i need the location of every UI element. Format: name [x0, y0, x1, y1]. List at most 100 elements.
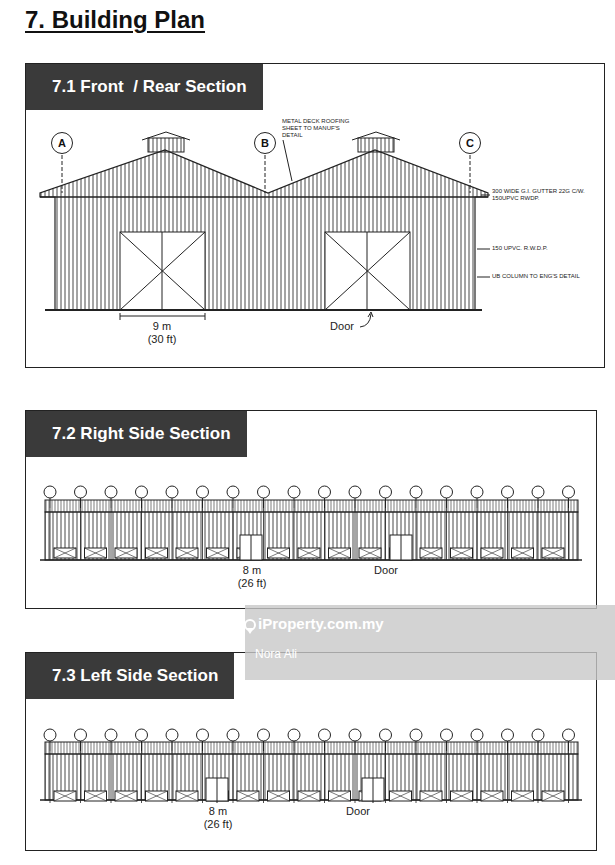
drawing-stroke — [207, 548, 229, 558]
drawing-stroke — [420, 791, 442, 801]
dimension: 8 m — [243, 564, 261, 577]
drawing-stroke — [542, 791, 564, 801]
drawing-stroke — [416, 741, 417, 751]
drawing-stroke — [263, 498, 264, 508]
drawing-stroke — [538, 508, 539, 560]
dimension: 8 m — [209, 805, 227, 818]
section-header: 7.2 Right Side Section — [26, 411, 247, 457]
drawing-stroke — [251, 535, 252, 560]
drawing-stroke — [420, 791, 442, 801]
drawing-stroke — [401, 535, 402, 560]
drawing-stroke — [237, 791, 259, 801]
drawing-stroke — [172, 751, 173, 803]
drawing-stroke — [227, 729, 239, 741]
drawing-stroke — [217, 778, 218, 803]
drawing-stroke — [477, 508, 478, 560]
drawing-stroke — [390, 791, 412, 801]
drawing-stroke — [446, 751, 447, 803]
drawing-stroke — [451, 548, 473, 558]
drawing-stroke — [111, 498, 112, 508]
drawing-stroke — [349, 486, 361, 498]
drawing-stroke — [542, 548, 564, 558]
drawing-stroke — [512, 791, 534, 801]
drawing-stroke — [141, 741, 142, 751]
drawing-stroke — [481, 791, 503, 801]
drawing-stroke — [298, 548, 320, 558]
drawing-stroke — [451, 791, 473, 801]
drawing-stroke — [359, 548, 381, 558]
drawing-stroke — [507, 498, 508, 508]
drawing-stroke — [446, 498, 447, 508]
grid-letter: C — [466, 137, 474, 149]
drawing-stroke — [172, 508, 173, 560]
drawing-stroke — [105, 729, 117, 741]
drawing-stroke — [288, 729, 300, 741]
grid-bubble: B — [254, 132, 276, 154]
dimension: (30 ft) — [148, 333, 177, 346]
door-label: Door — [346, 805, 370, 818]
drawing-stroke — [202, 741, 203, 751]
drawing-stroke — [50, 751, 51, 803]
drawing-stroke — [568, 741, 569, 751]
drawing-stroke — [471, 486, 483, 498]
drawing-stroke — [172, 741, 173, 751]
section-header: 7.1 Front / Rear Section — [26, 64, 263, 110]
drawing-stroke — [512, 548, 534, 558]
drawing-stroke — [146, 791, 168, 801]
drawing-stroke — [176, 791, 198, 801]
dimension: 9 m — [153, 320, 171, 333]
drawing-stroke — [263, 508, 264, 560]
drawing-stroke — [416, 498, 417, 508]
drawing-stroke — [197, 486, 209, 498]
drawing-stroke — [258, 486, 270, 498]
drawing-stroke — [512, 791, 534, 801]
drawing-stroke — [166, 486, 178, 498]
drawing-stroke — [75, 486, 87, 498]
drawing-stroke — [146, 548, 168, 558]
grid-letter: A — [58, 137, 66, 149]
drawing-stroke — [324, 508, 325, 560]
drawing-stroke — [166, 729, 178, 741]
drawing-stroke — [54, 791, 76, 801]
drawing-stroke — [233, 498, 234, 508]
drawing-stroke — [146, 548, 168, 558]
drawing-stroke — [512, 548, 534, 558]
drawing-stroke — [176, 791, 198, 801]
drawing-stroke — [507, 508, 508, 560]
drawing-stroke — [294, 751, 295, 803]
drawing-stroke — [80, 751, 81, 803]
drawing-stroke — [563, 486, 575, 498]
drawing-stroke — [115, 791, 137, 801]
drawing-stroke — [481, 548, 503, 558]
drawing-stroke — [207, 548, 229, 558]
section-panel: 7.2 Right Side Section — [25, 410, 597, 609]
drawing-stroke — [233, 508, 234, 560]
drawing-stroke — [502, 486, 514, 498]
drawing-stroke — [54, 548, 76, 558]
drawing-stroke — [380, 729, 392, 741]
drawing-stroke — [446, 741, 447, 751]
drawing-stroke — [115, 548, 137, 558]
drawing-stroke — [420, 548, 442, 558]
drawing-stroke — [54, 548, 76, 558]
drawing-stroke — [294, 508, 295, 560]
drawing-stroke — [324, 751, 325, 803]
drawing-stroke — [202, 498, 203, 508]
drawing-stroke — [359, 548, 381, 558]
drawing-stroke — [355, 508, 356, 560]
drawing-stroke — [85, 548, 107, 558]
drawing-stroke — [146, 791, 168, 801]
drawing-stroke — [481, 548, 503, 558]
drawing-stroke — [105, 486, 117, 498]
drawing-stroke — [268, 548, 290, 558]
page-title: 7. Building Plan — [25, 6, 205, 34]
drawing-stroke — [197, 729, 209, 741]
drawing-stroke — [202, 751, 203, 803]
drawing-stroke — [329, 548, 351, 558]
drawing-stroke — [233, 741, 234, 751]
drawing-stroke — [176, 548, 198, 558]
door-label: Door — [330, 320, 354, 333]
drawing-stroke — [512, 791, 534, 801]
drawing-stroke — [390, 535, 412, 560]
drawing-stroke — [568, 498, 569, 508]
